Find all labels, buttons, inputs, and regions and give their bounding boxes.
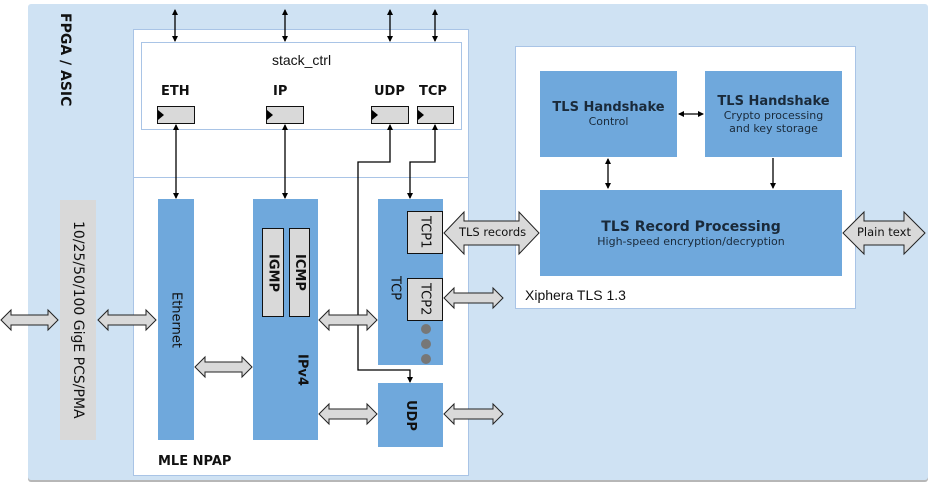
ethernet-label: Ethernet [168, 291, 184, 348]
tls-label: Xiphera TLS 1.3 [525, 287, 626, 303]
tcp1-block: TCP1 [407, 211, 443, 254]
port-register-ip [266, 106, 304, 124]
arrow-external-pcs [0, 308, 59, 332]
icmp-block: ICMP [289, 228, 310, 317]
tls-handshake-control-block: TLS Handshake Control [540, 71, 677, 157]
tls-record-processing-title: TLS Record Processing [601, 218, 781, 235]
tcp1-label: TCP1 [417, 216, 433, 249]
more-sessions-dot [421, 324, 431, 334]
arrow-plain-text [842, 210, 926, 256]
arrow-pcs-ethernet [97, 308, 157, 332]
ethernet-block: Ethernet [158, 199, 194, 440]
tls-handshake-crypto-subtitle-2: and key storage [729, 121, 818, 135]
tcp2-block: TCP2 [407, 278, 443, 321]
fpga-asic-label: FPGA / ASIC [57, 13, 73, 107]
arrow-ipv4-tcp [318, 308, 378, 332]
arrow-ipv4-udp [318, 402, 378, 426]
igmp-block: IGMP [262, 228, 284, 317]
port-label-ip: IP [273, 84, 288, 99]
clock-triangle-icon [267, 110, 273, 120]
arrow-tcp2-external [443, 286, 504, 310]
tls-handshake-crypto-title: TLS Handshake [717, 93, 830, 109]
port-register-udp [371, 106, 409, 124]
port-register-tcp [417, 106, 454, 124]
tls-handshake-control-subtitle: Control [588, 115, 629, 128]
pcs-pma-label: 10/25/50/100 GigE PCS/PMA [70, 221, 86, 419]
icmp-label: ICMP [292, 254, 307, 291]
plain-text-label: Plain text [856, 225, 911, 239]
link-udp [357, 124, 413, 383]
tls-record-processing-block: TLS Record Processing High-speed encrypt… [540, 190, 842, 276]
more-sessions-dot [421, 339, 431, 349]
igmp-label: IGMP [265, 253, 281, 292]
clock-triangle-icon [372, 110, 378, 120]
tls-handshake-crypto-subtitle-1: Crypto processing [723, 108, 824, 122]
stack-ctrl-title: stack_ctrl [271, 52, 332, 68]
clock-triangle-icon [158, 110, 164, 120]
tls-record-processing-subtitle: High-speed encryption/decryption [597, 234, 785, 248]
pcs-pma-block: 10/25/50/100 GigE PCS/PMA [60, 200, 96, 440]
more-sessions-dot [421, 354, 431, 364]
udp-block: UDP [378, 383, 443, 447]
port-label-udp: UDP [374, 84, 405, 99]
link-tcp [407, 124, 438, 199]
arrow-udp-external [443, 402, 504, 426]
tls-records-label: TLS records [459, 225, 527, 239]
port-label-tcp: TCP [419, 84, 447, 99]
port-register-eth [157, 106, 195, 124]
arrow-ethernet-ipv4 [194, 355, 253, 379]
tls-handshake-control-title: TLS Handshake [552, 100, 665, 115]
port-label-eth: ETH [161, 84, 190, 99]
tcp2-label: TCP2 [417, 283, 433, 316]
npap-label: MLE NPAP [158, 454, 232, 469]
tls-handshake-crypto-block: TLS Handshake Crypto processing and key … [705, 71, 842, 157]
clock-triangle-icon [418, 110, 424, 120]
npap-divider [134, 177, 468, 178]
arrow-tcp1-tls [443, 210, 540, 256]
udp-label: UDP [403, 399, 418, 431]
ipv4-label: IPv4 [294, 354, 310, 386]
